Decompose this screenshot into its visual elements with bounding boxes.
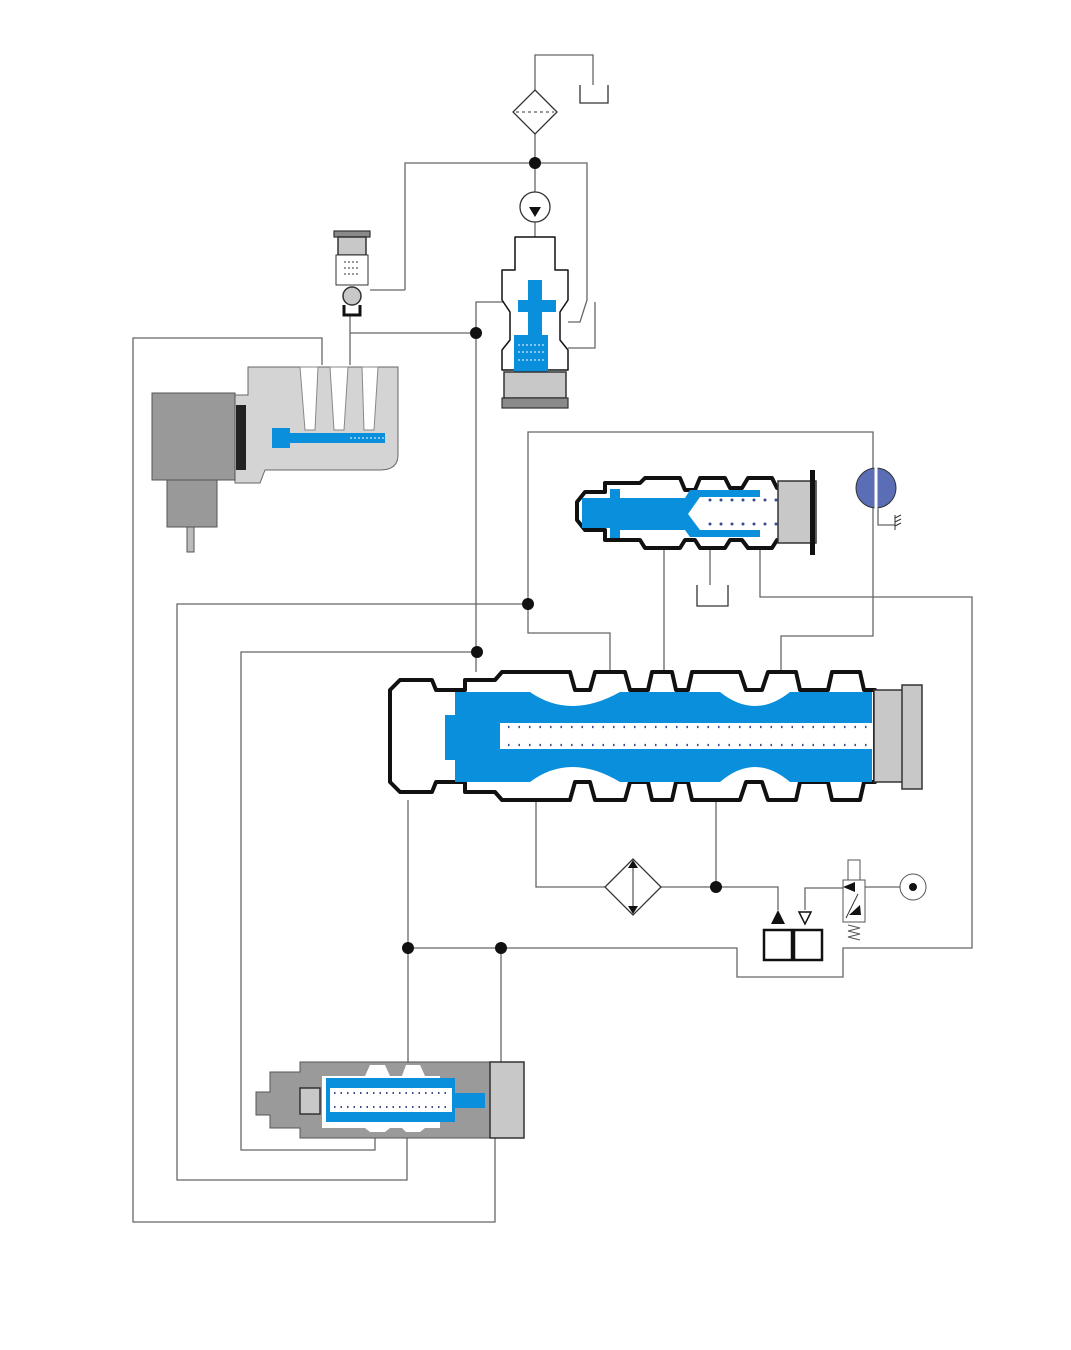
sequence-valve (255, 1061, 525, 1139)
pressure-switch-icon (855, 466, 902, 530)
hydraulic-lines (132, 54, 973, 1223)
main-spool-valve (388, 670, 923, 802)
pump-icon (519, 191, 551, 223)
solenoid-directional-valve-icon (842, 859, 866, 941)
relief-valve (333, 230, 371, 317)
pressure-regulator-valve (501, 236, 569, 409)
junction-dots (402, 157, 722, 954)
tank-icon (579, 85, 609, 104)
tank-icon (696, 585, 729, 607)
filter-icon (512, 89, 558, 135)
junction-block (762, 910, 824, 962)
filter-icon (604, 858, 662, 916)
pressure-source-icon (899, 873, 927, 901)
solenoid-valve (151, 366, 399, 553)
pilot-valve (575, 470, 817, 555)
